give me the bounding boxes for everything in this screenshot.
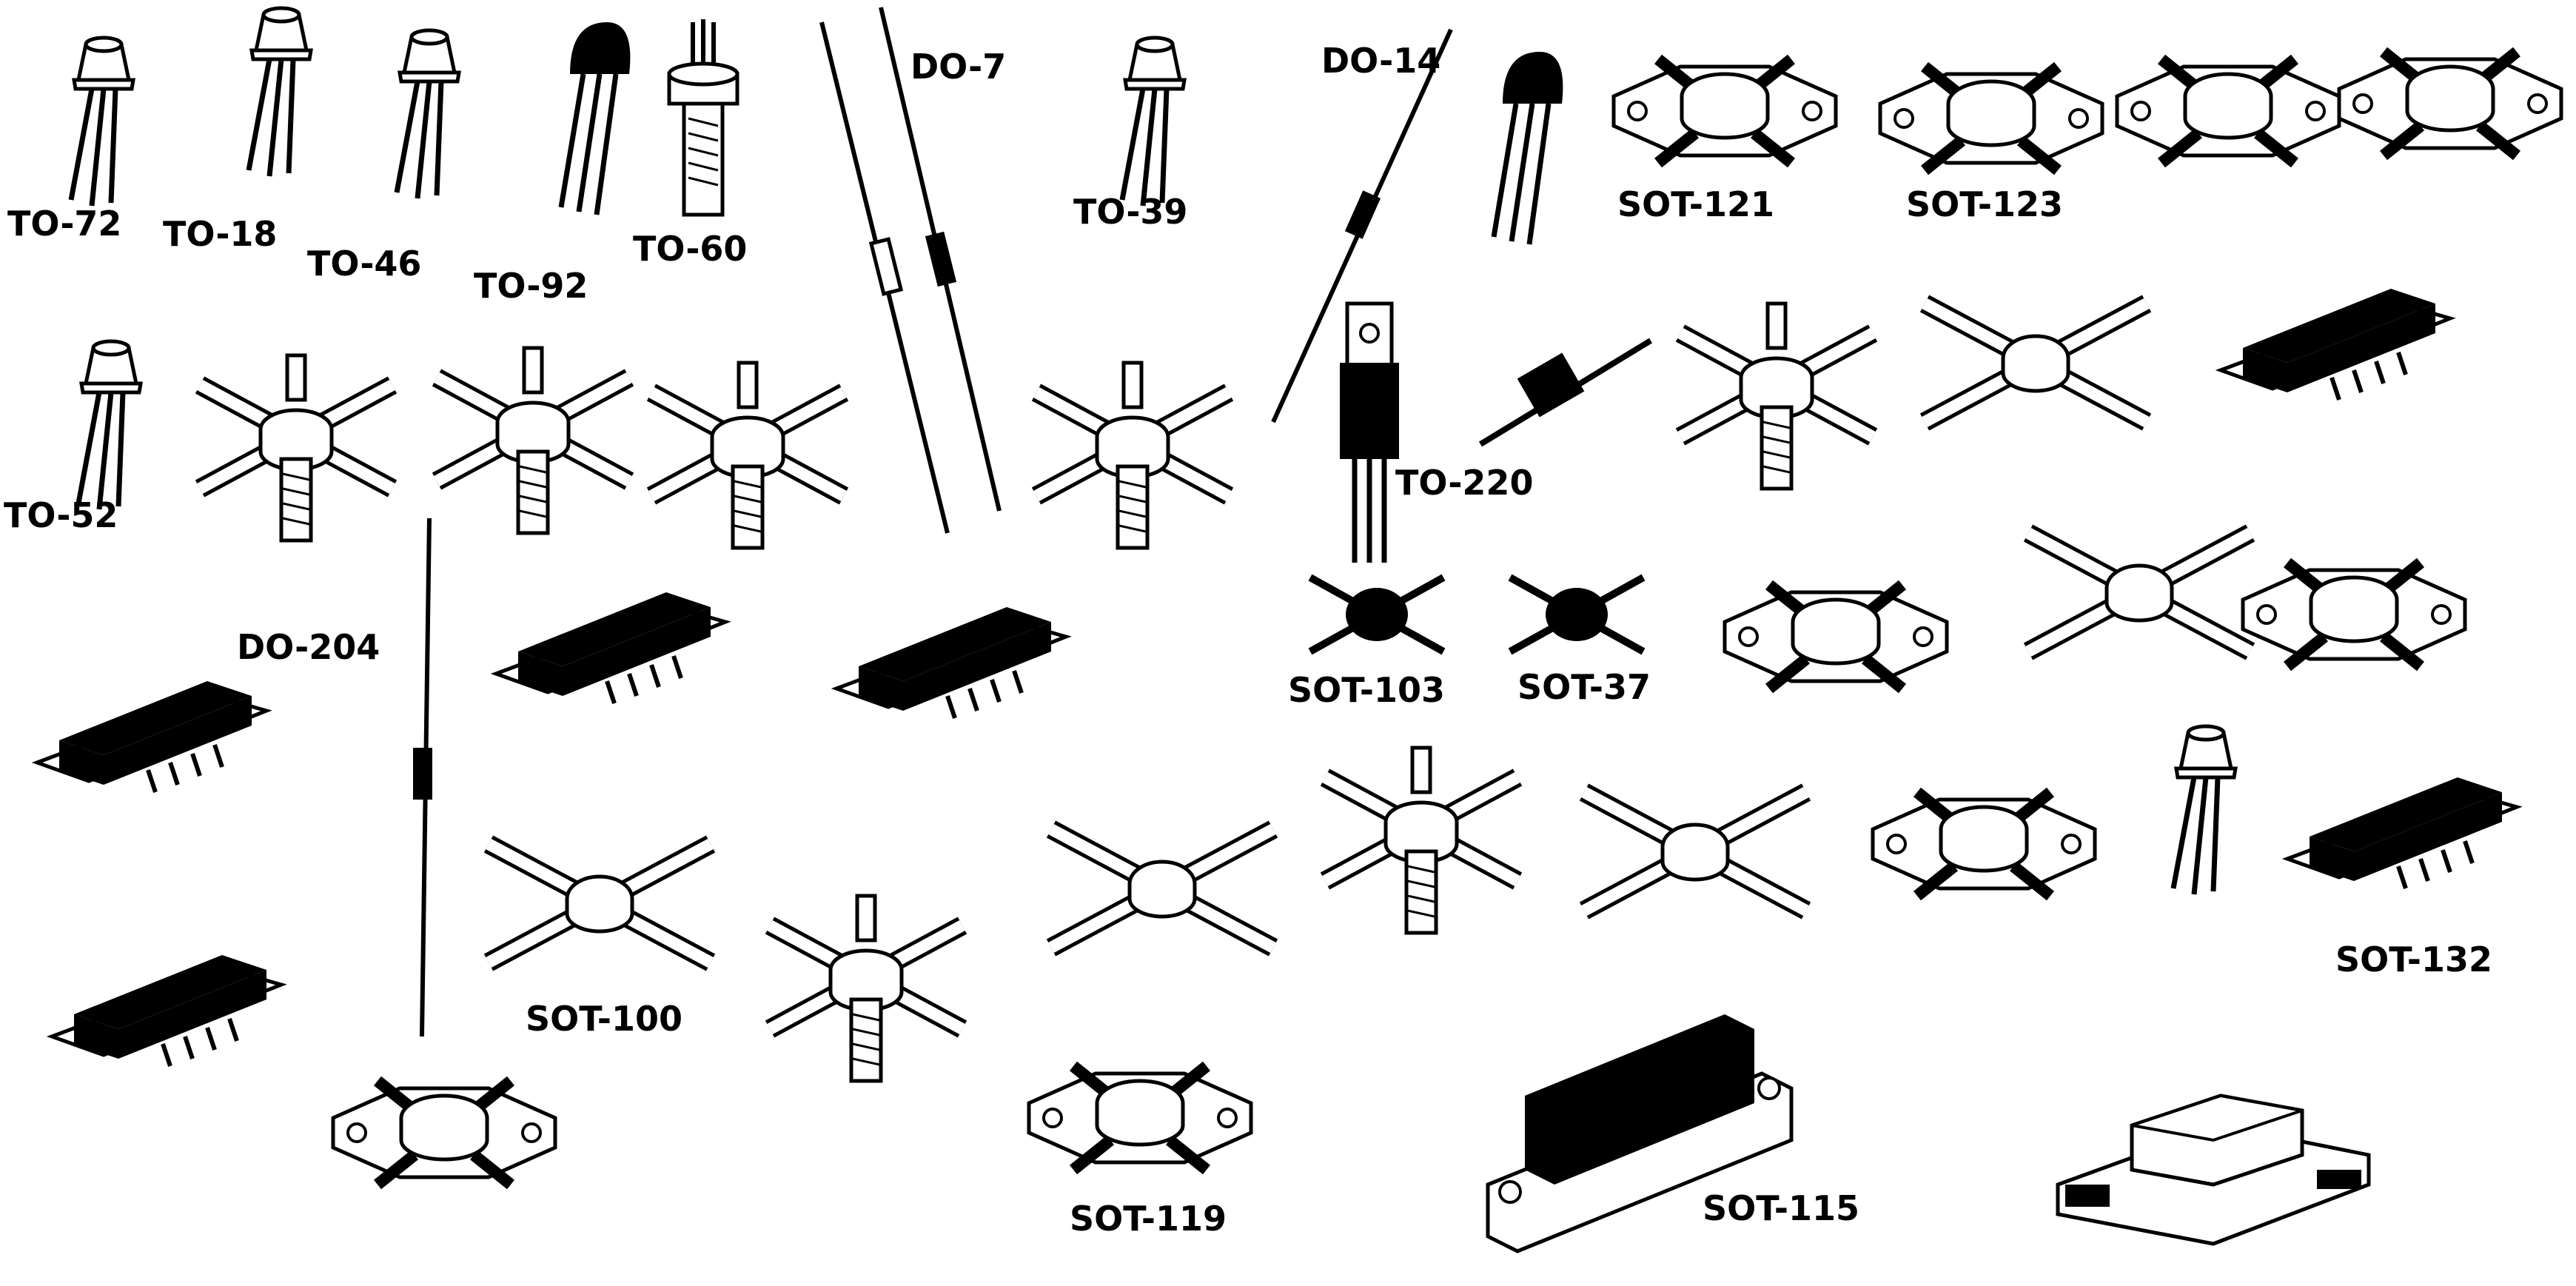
label-to92: TO-92 [474, 266, 588, 306]
label-to18: TO-18 [163, 214, 277, 254]
cross-package-icon-6 [1925, 304, 2147, 422]
stud-cross-package-icon-2 [437, 348, 629, 533]
to60-package-icon [669, 19, 737, 215]
flange-package-icon-5 [1725, 585, 1947, 689]
flange-package-icon-4 [2339, 52, 2561, 155]
label-do14: DO-14 [1321, 41, 1440, 81]
stud-cross-package-icon-8 [770, 896, 962, 1081]
to39-package-icon [1122, 38, 1184, 206]
label-to220: TO-220 [1395, 463, 1533, 503]
module-package-icon-3 [496, 592, 725, 703]
to18-package-icon [249, 8, 311, 176]
do204-package-icon [413, 518, 432, 1037]
sot115-package-icon [1486, 1014, 1794, 1253]
stud-cross-package-icon-3 [651, 363, 844, 548]
module-package-icon-5 [52, 955, 281, 1066]
stud-cross-package-icon-1 [200, 355, 392, 540]
label-sot123: SOT-123 [1906, 184, 2063, 224]
label-do7: DO-7 [910, 47, 1006, 87]
sot100-package-icon [489, 844, 711, 962]
label-sot115: SOT-115 [1703, 1188, 1859, 1228]
module-package-icon-1 [2221, 289, 2450, 400]
sot119-package-icon [1029, 1066, 1251, 1170]
do14-package-icon [1271, 28, 1453, 423]
sot132-package-icon [2287, 777, 2517, 888]
sot121-package-icon [1614, 59, 1836, 163]
module-package-icon-4 [836, 607, 1066, 718]
to72-package-icon [71, 38, 133, 206]
stud-cross-package-icon-4 [1036, 363, 1229, 548]
cross-package-icon-7 [2028, 533, 2250, 652]
label-to72: TO-72 [7, 204, 121, 244]
label-sot121: SOT-121 [1617, 184, 1774, 224]
to220-package-icon [1340, 301, 1399, 563]
label-sot119: SOT-119 [1070, 1199, 1227, 1239]
label-sot37: SOT-37 [1517, 667, 1651, 707]
axial-power-diode-icon [1478, 338, 1653, 447]
flange-package-icon-6 [2243, 563, 2465, 666]
label-to52: TO-52 [4, 495, 118, 535]
to92-package-icon-2 [1494, 52, 1563, 244]
sot123-package-icon [1880, 67, 2102, 170]
module-package-icon-2 [37, 681, 266, 792]
flange-stud-package-icon [333, 1081, 555, 1185]
label-to39: TO-39 [1073, 192, 1187, 232]
metal-can-package-icon-8 [2173, 726, 2235, 894]
to52-package-icon [78, 341, 141, 509]
to46-package-icon [397, 30, 459, 198]
cross-package-icon-9 [1051, 829, 1273, 948]
label-do204: DO-204 [237, 627, 380, 667]
do7-package-icon [819, 7, 1002, 534]
flange-package-icon-3 [2117, 59, 2339, 163]
flange-package-icon-7 [1873, 792, 2095, 896]
to92-package-icon [561, 22, 630, 215]
label-sot132: SOT-132 [2335, 940, 2492, 979]
label-to60: TO-60 [633, 229, 747, 269]
label-sot103: SOT-103 [1288, 670, 1445, 710]
label-to46: TO-46 [307, 244, 421, 284]
chip-carrier-package-icon [2056, 1094, 2371, 1246]
stud-cross-package-icon-5 [1680, 304, 1873, 489]
stud-cross-package-icon-10 [1325, 748, 1517, 933]
sot37-package-icon [1510, 577, 1643, 652]
cross-package-icon-11 [1584, 792, 1806, 911]
label-sot100: SOT-100 [526, 999, 682, 1039]
sot103-package-icon [1310, 577, 1443, 652]
